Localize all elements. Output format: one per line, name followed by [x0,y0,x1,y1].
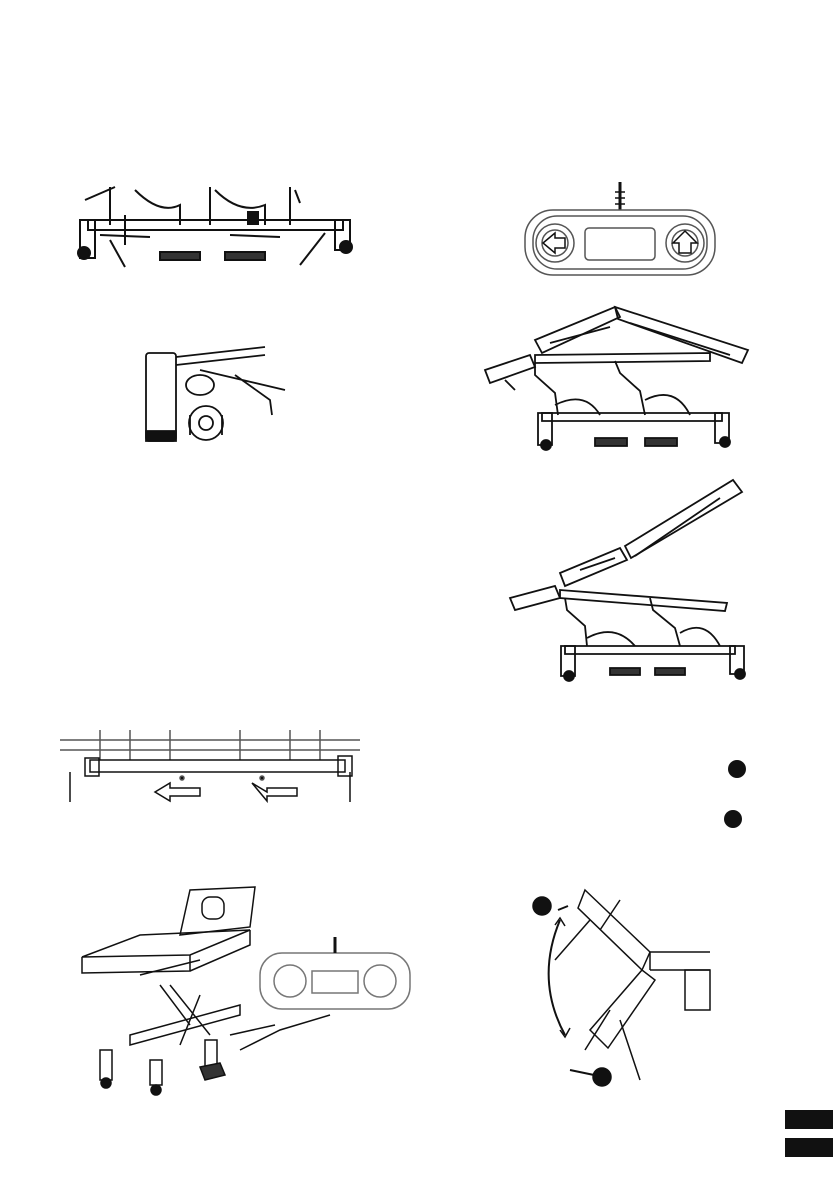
figure-table-perspective [80,885,425,1095]
figure-frame-base [80,185,360,270]
castor-wheel-icon [140,345,285,445]
page-tab-upper [785,1110,833,1129]
figure-table-backrest [480,305,750,455]
callout-marker-2 [724,810,742,828]
table-perspective-icon [80,885,425,1095]
table-side-icon [480,305,750,455]
figure-hand-controller [515,180,725,280]
callout-marker-1 [728,760,746,778]
frame-bar-icon [60,730,360,805]
page-tab-lower [785,1138,833,1157]
figure-headrest-adjustment [530,880,710,1095]
figure-castor-wheel [140,345,285,445]
figure-frame-bar [60,730,360,805]
table-tilt-icon [505,478,750,678]
figure-table-tilted [505,478,750,678]
hand-controller-icon [515,180,725,280]
headrest-rotate-icon [530,880,710,1095]
frame-base-icon [80,185,360,270]
